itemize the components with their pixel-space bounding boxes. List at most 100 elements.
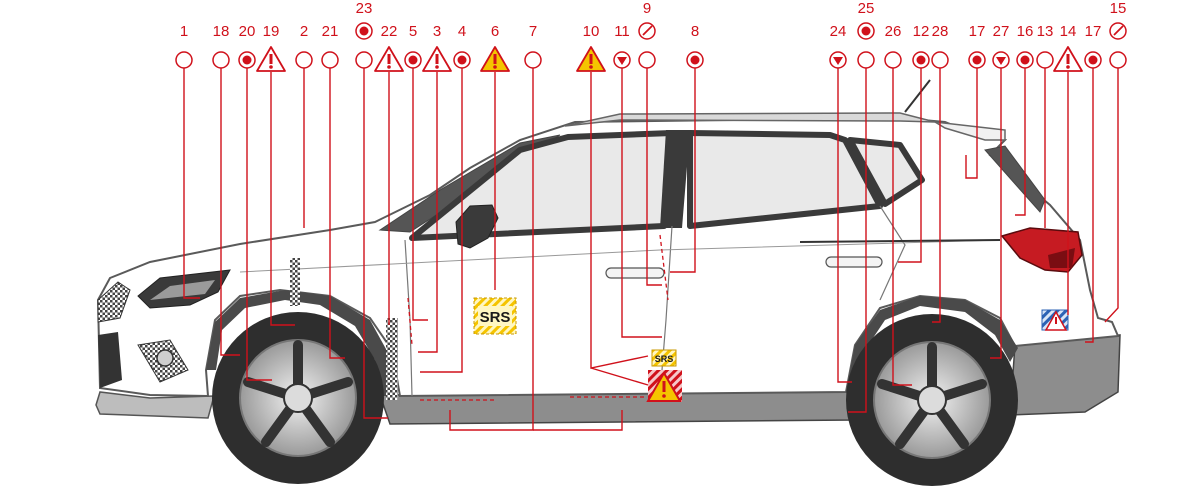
badge-dot-icon xyxy=(857,22,875,40)
callout-warning-outline-icon xyxy=(1053,46,1083,72)
callout-number: 19 xyxy=(263,23,280,40)
callout-c20: 20 xyxy=(238,23,256,69)
callout-number: 16 xyxy=(1017,23,1034,40)
callout-number: 21 xyxy=(322,23,339,40)
callout-c24: 24 xyxy=(829,23,847,69)
callout-c21: 21 xyxy=(321,23,339,69)
callout-circle-icon xyxy=(638,51,656,69)
callout-number: 10 xyxy=(583,23,600,40)
callout-number: 27 xyxy=(993,23,1010,40)
callout-dot-icon xyxy=(453,51,471,69)
callout-circle-icon xyxy=(857,51,875,69)
srs-sill-label: SRS xyxy=(651,349,677,367)
antenna xyxy=(904,79,931,113)
leader-lines xyxy=(183,68,1119,431)
callout-c15: 15 xyxy=(1109,0,1127,69)
callout-circle-icon xyxy=(931,51,949,69)
callout-dot-icon xyxy=(686,51,704,69)
callout-number: 17 xyxy=(969,23,986,40)
side-mirror xyxy=(455,204,499,249)
callout-down-triangle-icon xyxy=(992,51,1010,69)
callout-number: 23 xyxy=(356,0,373,17)
callout-number: 7 xyxy=(529,23,537,40)
srs-door-label: SRS xyxy=(473,297,517,335)
callout-number: 12 xyxy=(913,23,930,40)
front-door-handle xyxy=(605,267,665,279)
callout-number: 5 xyxy=(409,23,417,40)
rear-hatch-warning-icon xyxy=(1044,310,1068,331)
callout-dot-icon xyxy=(1084,51,1102,69)
front-wheel xyxy=(212,312,384,484)
callout-number: 11 xyxy=(614,23,630,40)
callout-c4: 4 xyxy=(453,23,471,69)
front-door-reinforcement xyxy=(386,318,398,400)
callout-dot-icon xyxy=(238,51,256,69)
badge-gauge-icon xyxy=(1109,22,1127,40)
callout-c17b: 17 xyxy=(1084,23,1102,69)
callout-c12: 12 xyxy=(912,23,930,69)
callout-number: 13 xyxy=(1037,23,1054,40)
callout-c16: 16 xyxy=(1016,23,1034,69)
callout-number: 9 xyxy=(643,0,651,17)
callout-c27: 27 xyxy=(992,23,1010,69)
callout-number: 17 xyxy=(1085,23,1102,40)
callout-circle-icon xyxy=(1036,51,1054,69)
callout-dot-icon xyxy=(1016,51,1034,69)
callout-down-triangle-icon xyxy=(613,51,631,69)
badge-gauge-icon xyxy=(638,22,656,40)
callout-circle-icon xyxy=(524,51,542,69)
callout-number: 24 xyxy=(830,23,847,40)
cut-zones xyxy=(407,234,669,401)
callout-down-triangle-icon xyxy=(829,51,847,69)
badge-layer xyxy=(355,22,1127,40)
callout-c19: 19 xyxy=(256,23,286,72)
callout-number: 28 xyxy=(932,23,949,40)
callout-number: 22 xyxy=(381,23,398,40)
callout-warning-filled-icon xyxy=(576,46,606,72)
callout-warning-outline-icon xyxy=(374,46,404,72)
front-grille xyxy=(97,281,131,323)
body-crease xyxy=(799,239,1001,243)
callout-number: 2 xyxy=(300,23,308,40)
rear-wheel xyxy=(846,314,1018,486)
callout-c22: 22 xyxy=(374,23,404,72)
front-wheel-arch xyxy=(206,290,395,396)
callout-dot-icon xyxy=(912,51,930,69)
callout-c26: 26 xyxy=(884,23,902,69)
roof-spoiler xyxy=(934,121,1006,141)
callout-number: 26 xyxy=(885,23,902,40)
callout-number: 15 xyxy=(1110,0,1127,17)
callout-warning-outline-icon xyxy=(422,46,452,72)
callout-warning-filled-icon xyxy=(480,46,510,72)
callout-circle-icon xyxy=(355,51,373,69)
car-body xyxy=(95,112,1121,425)
a-pillar-reinforcement xyxy=(290,258,300,306)
callout-dot-icon xyxy=(404,51,422,69)
callout-circle-icon xyxy=(321,51,339,69)
quarter-window xyxy=(847,137,925,207)
callout-c7: 7 xyxy=(524,23,542,69)
callout-number: 3 xyxy=(433,23,441,40)
callout-c10: 10 xyxy=(576,23,606,72)
callout-dot-icon xyxy=(968,51,986,69)
callout-c25: 25 xyxy=(857,0,875,69)
callout-c18: 18 xyxy=(212,23,230,69)
headlight-inner xyxy=(150,280,215,300)
srs-door-text: SRS xyxy=(480,309,511,326)
callout-number: 1 xyxy=(180,23,188,40)
callout-circle-icon xyxy=(175,51,193,69)
callout-number: 18 xyxy=(213,23,230,40)
callout-number: 25 xyxy=(858,0,875,17)
callout-c8: 8 xyxy=(686,23,704,69)
callout-c1: 1 xyxy=(175,23,193,69)
badge-dot-icon xyxy=(355,22,373,40)
fog-light xyxy=(156,349,174,367)
callout-warning-outline-icon xyxy=(256,46,286,72)
callout-number: 8 xyxy=(691,23,699,40)
callout-c9: 9 xyxy=(638,0,656,69)
callout-c13: 13 xyxy=(1036,23,1054,69)
callout-c14: 14 xyxy=(1053,23,1083,72)
rear-door-handle xyxy=(825,256,883,268)
